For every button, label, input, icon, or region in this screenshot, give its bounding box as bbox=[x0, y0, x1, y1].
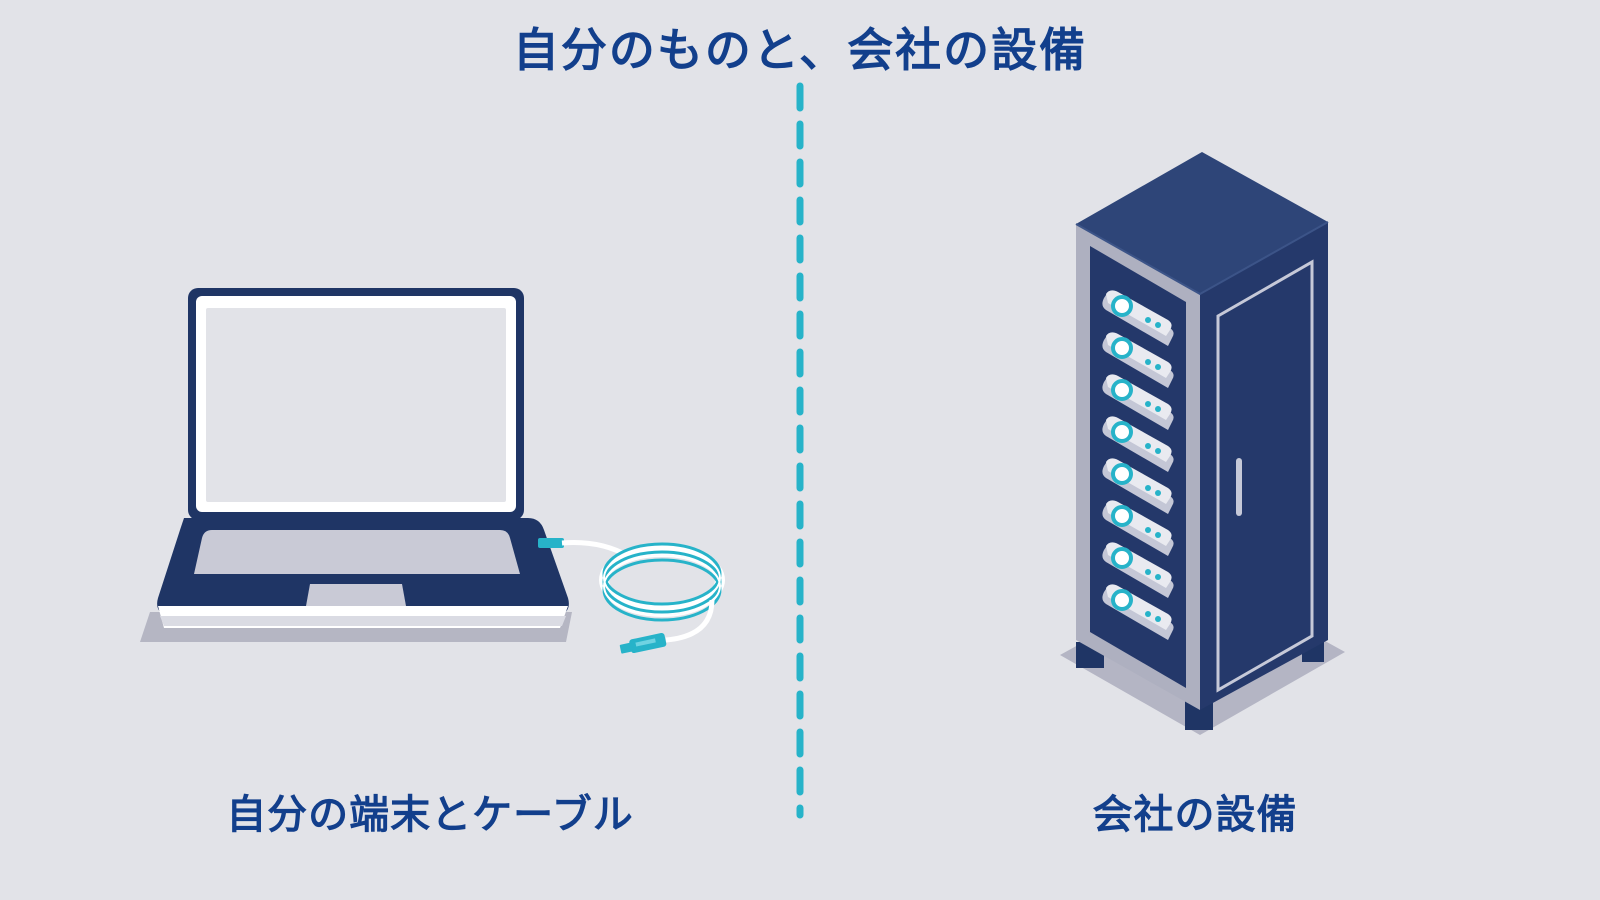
server-unit bbox=[1102, 500, 1174, 556]
server-unit bbox=[1102, 290, 1174, 346]
server-rack-icon bbox=[1060, 152, 1345, 735]
laptop-icon bbox=[140, 288, 572, 642]
page-title: 自分のものと、会社の設備 bbox=[512, 23, 1088, 77]
left-caption: 自分の端末とケーブル bbox=[226, 792, 634, 838]
server-unit bbox=[1102, 416, 1174, 472]
server-unit bbox=[1102, 332, 1174, 388]
server-unit bbox=[1102, 542, 1174, 598]
right-caption: 会社の設備 bbox=[1092, 792, 1298, 838]
server-unit bbox=[1102, 374, 1174, 430]
server-unit bbox=[1102, 584, 1174, 640]
server-unit bbox=[1102, 458, 1174, 514]
cable-icon bbox=[561, 540, 725, 654]
